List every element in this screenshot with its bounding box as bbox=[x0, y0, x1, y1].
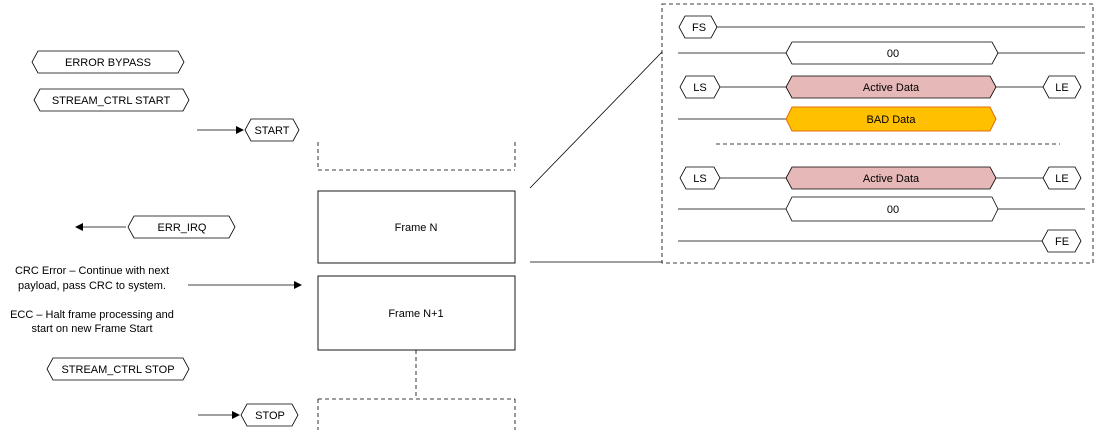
bottom-zero-label: 00 bbox=[887, 204, 899, 216]
ecc-note-line1: ECC – Halt frame processing and bbox=[10, 309, 174, 321]
start-label: START bbox=[254, 125, 289, 137]
active-data-label-2: Active Data bbox=[863, 173, 920, 185]
fe-marker bbox=[1041, 229, 1082, 253]
le-marker-1 bbox=[1042, 75, 1082, 99]
le-label-2: LE bbox=[1055, 173, 1068, 185]
fe-row: FE bbox=[678, 229, 1082, 253]
top-zero-row: 00 bbox=[678, 41, 1085, 65]
frame-n1-label: Frame N+1 bbox=[388, 308, 443, 320]
bad-data-label: BAD Data bbox=[867, 114, 917, 126]
active-data-packet-2 bbox=[785, 166, 997, 190]
frame-n-box: Frame N bbox=[317, 190, 516, 264]
top-zero-packet bbox=[785, 41, 999, 65]
frame-n1-box: Frame N+1 bbox=[317, 275, 516, 351]
previous-frame-stub bbox=[317, 142, 516, 171]
crc-note-line1: CRC Error – Continue with next bbox=[15, 265, 169, 277]
fe-label: FE bbox=[1055, 236, 1069, 248]
err-irq-tag: ERR_IRQ bbox=[127, 215, 236, 239]
ls-label-1: LS bbox=[693, 82, 706, 94]
bad-data-row: BAD Data bbox=[678, 106, 997, 132]
line-row-1: LS Active Data LE bbox=[679, 75, 1082, 99]
top-zero-label: 00 bbox=[887, 48, 899, 60]
stream-ctrl-start-tag: STREAM_CTRL START bbox=[33, 88, 190, 112]
error-bypass-tag: ERROR BYPASS bbox=[31, 50, 185, 74]
next-frame-stub bbox=[317, 398, 516, 430]
ecc-note-line2: start on new Frame Start bbox=[31, 323, 152, 335]
ls-label-2: LS bbox=[693, 173, 706, 185]
error-bypass-label: ERROR BYPASS bbox=[65, 57, 151, 69]
ls-marker-2 bbox=[679, 166, 721, 190]
crc-note-line2: payload, pass CRC to system. bbox=[18, 280, 166, 292]
fs-row: FS bbox=[678, 15, 1085, 39]
stream-ctrl-start-label: STREAM_CTRL START bbox=[52, 95, 171, 107]
zoom-line-top bbox=[529, 51, 663, 189]
frame-n-label: Frame N bbox=[395, 222, 438, 234]
start-tag: START bbox=[244, 118, 300, 142]
stop-label: STOP bbox=[255, 410, 285, 422]
fs-label: FS bbox=[692, 22, 706, 34]
stop-tag: STOP bbox=[240, 403, 299, 427]
err-irq-label: ERR_IRQ bbox=[158, 222, 207, 234]
frame-detail-panel bbox=[661, 3, 1094, 264]
active-data-label-1: Active Data bbox=[863, 82, 920, 94]
fs-marker bbox=[678, 15, 718, 39]
ls-marker-1 bbox=[679, 75, 721, 99]
bad-data-packet bbox=[785, 106, 997, 132]
error-notes: CRC Error – Continue with next payload, … bbox=[10, 265, 174, 335]
bottom-zero-packet bbox=[785, 196, 999, 222]
le-marker-2 bbox=[1042, 166, 1082, 190]
line-row-2: LS Active Data LE bbox=[679, 166, 1082, 190]
le-label-1: LE bbox=[1055, 82, 1068, 94]
bottom-zero-row: 00 bbox=[678, 196, 1085, 222]
stream-ctrl-stop-label: STREAM_CTRL STOP bbox=[61, 364, 174, 376]
active-data-packet-1 bbox=[785, 75, 997, 99]
stream-ctrl-stop-tag: STREAM_CTRL STOP bbox=[46, 357, 190, 381]
